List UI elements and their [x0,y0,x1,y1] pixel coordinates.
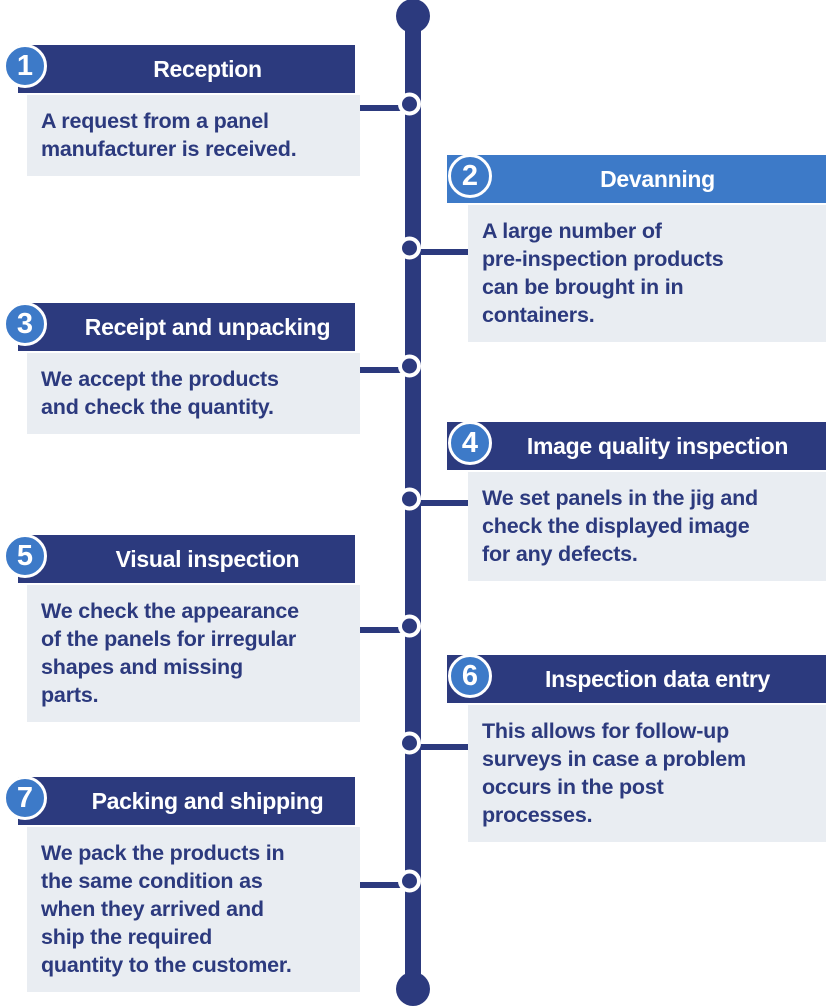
step-4-description: We set panels in the jig and check the d… [468,472,826,581]
timeline-node-6 [397,731,421,755]
step-2-description: A large number of pre-inspection product… [468,205,826,342]
step-6-number-badge: 6 [448,654,492,698]
step-7: 7 Packing and shipping We pack the produ… [3,776,360,992]
step-3-number-badge: 3 [3,302,47,346]
step-5-title: Visual inspection [115,545,300,572]
step-2-title: Devanning [600,165,715,192]
timeline-end-dot [396,972,430,1006]
timeline-node-4 [397,487,421,511]
step-4-header: 4 Image quality inspection [447,421,826,470]
step-5-description: We check the appearance of the panels fo… [27,585,360,722]
timeline-node-1 [397,92,421,116]
step-2-number-badge: 2 [448,154,492,198]
step-2: 2 Devanning A large number of pre-inspec… [447,154,826,342]
step-1: 1 Reception A request from a panel manuf… [3,44,360,176]
step-1-number-badge: 1 [3,44,47,88]
step-5-header: 5 Visual inspection [3,534,355,583]
step-6-description: This allows for follow-up surveys in cas… [468,705,826,842]
step-5-number-badge: 5 [3,534,47,578]
step-4-title: Image quality inspection [526,432,789,459]
step-1-title: Reception [153,55,262,82]
timeline-node-3 [397,354,421,378]
step-6: 6 Inspection data entry This allows for … [447,654,826,842]
connector-step-5 [358,627,413,633]
step-7-title: Packing and shipping [91,787,324,814]
step-3: 3 Receipt and unpacking We accept the pr… [3,302,360,434]
connector-step-1 [358,105,413,111]
step-1-header: 1 Reception [3,44,355,93]
step-4: 4 Image quality inspection We set panels… [447,421,826,581]
connector-step-3 [358,367,413,373]
connector-step-7 [358,882,413,888]
connector-step-6 [413,744,470,750]
timeline-node-7 [397,869,421,893]
step-1-description: A request from a panel manufacturer is r… [27,95,360,176]
step-6-header: 6 Inspection data entry [447,654,826,703]
timeline-node-2 [397,236,421,260]
step-3-description: We accept the products and check the qua… [27,353,360,434]
step-7-header: 7 Packing and shipping [3,776,355,825]
timeline-start-dot [396,0,430,33]
connector-step-2 [413,249,470,255]
step-4-number-badge: 4 [448,421,492,465]
step-3-title: Receipt and unpacking [84,313,331,340]
step-3-header: 3 Receipt and unpacking [3,302,355,351]
step-7-number-badge: 7 [3,776,47,820]
timeline-node-5 [397,614,421,638]
step-6-title: Inspection data entry [544,665,771,692]
step-7-description: We pack the products in the same conditi… [27,827,360,992]
step-2-header: 2 Devanning [447,154,826,203]
step-5: 5 Visual inspection We check the appeara… [3,534,360,722]
connector-step-4 [413,500,470,506]
